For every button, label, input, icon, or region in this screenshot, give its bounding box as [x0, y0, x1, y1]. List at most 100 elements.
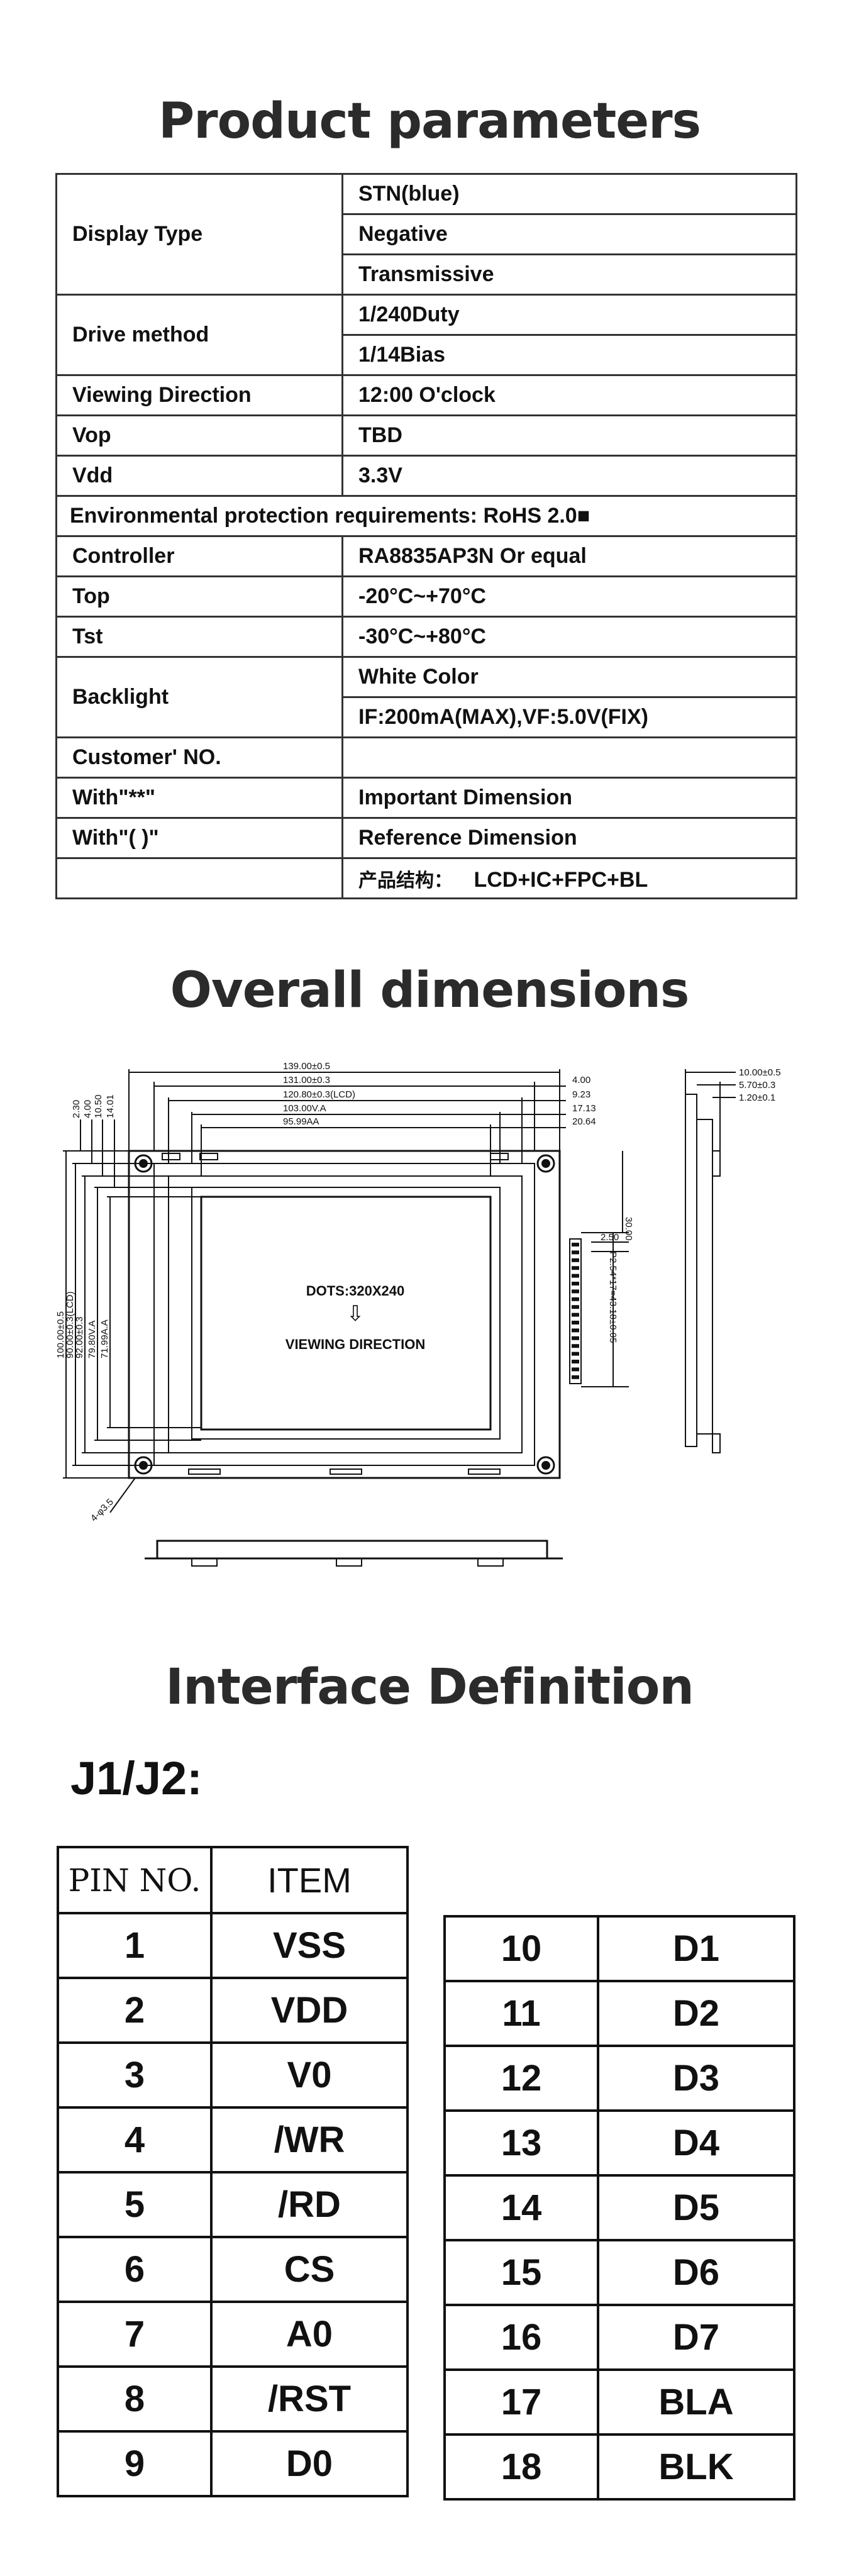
pin-number: 2 — [57, 1977, 213, 2044]
pin-row: 5/RD — [57, 2171, 409, 2238]
pin-signal: D3 — [597, 2045, 795, 2112]
connector-pin — [572, 1344, 579, 1348]
pin-signal: D1 — [597, 1915, 795, 1982]
structure-value: LCD+IC+FPC+BL — [474, 867, 648, 892]
pin-number: 12 — [443, 2045, 599, 2112]
dim-text: P2.54*17=43.18±0.05 — [607, 1252, 618, 1343]
pin-signal: D6 — [597, 2239, 795, 2306]
connector-label: J1/J2: — [70, 1752, 202, 1804]
param-row: Transmissive — [57, 253, 797, 296]
item-header: ITEM — [210, 1846, 409, 1914]
param-row: Customer' NO. — [55, 736, 797, 779]
dim-text: 10.00±0.5 — [739, 1067, 781, 1078]
param-label: Tst — [55, 616, 343, 658]
param-label: Vdd — [55, 455, 343, 497]
pin-number: 3 — [57, 2041, 213, 2109]
param-row: With"**" Important Dimension — [55, 777, 797, 819]
param-row: Vdd 3.3V — [55, 455, 797, 497]
connector-pin — [572, 1336, 579, 1340]
param-label — [55, 857, 343, 899]
param-row: Viewing Direction 12:00 O'clock — [55, 374, 797, 416]
connector-pin — [572, 1328, 579, 1333]
param-row: With"( )" Reference Dimension — [55, 817, 797, 859]
pin-signal: D2 — [597, 1980, 795, 2047]
connector-pin — [572, 1282, 579, 1285]
pin-number: 15 — [443, 2239, 599, 2306]
param-value: 产品结构： LCD+IC+FPC+BL — [341, 857, 797, 899]
dimension-drawing: 139.00±0.5 131.00±0.3 120.80±0.3(LCD) 10… — [55, 1061, 781, 1567]
pin-signal: /RD — [210, 2171, 409, 2238]
param-row: Controller RA8835AP3N Or equal — [55, 535, 797, 577]
connector-pin — [572, 1297, 579, 1301]
pin-row: 8/RST — [57, 2365, 409, 2433]
dim-text: 131.00±0.3 — [283, 1075, 330, 1085]
dim-text: 4.00 — [82, 1100, 93, 1118]
pin-table-header: PIN NO. ITEM — [57, 1846, 409, 1914]
param-row: Vop TBD — [55, 414, 797, 457]
param-row: Tst -30°C~+80°C — [55, 616, 797, 658]
pin-signal: VDD — [210, 1977, 409, 2044]
connector-pin — [572, 1305, 579, 1309]
param-value: STN(blue) — [341, 173, 797, 215]
param-value: -20°C~+70°C — [341, 575, 797, 618]
param-value: -30°C~+80°C — [341, 616, 797, 658]
connector-pin — [572, 1375, 579, 1379]
pin-signal: BLA — [597, 2368, 795, 2436]
viewing-direction-label: VIEWING DIRECTION — [285, 1336, 425, 1352]
param-value: 1/14Bias — [341, 334, 797, 376]
param-label: Controller — [55, 535, 343, 577]
dim-text: 71.99A.A — [99, 1319, 110, 1358]
param-label: Display Type — [55, 173, 343, 296]
param-label: Viewing Direction — [55, 374, 343, 416]
param-value: Negative — [341, 213, 797, 255]
dim-text: 103.00V.A — [283, 1103, 326, 1114]
dim-text: 14.01 — [105, 1094, 116, 1118]
param-value — [341, 736, 797, 779]
param-row: 产品结构： LCD+IC+FPC+BL — [55, 857, 797, 899]
dim-text: 2.50 — [601, 1232, 619, 1243]
dim-text: 120.80±0.3(LCD) — [283, 1089, 355, 1100]
connector-pin — [572, 1321, 579, 1324]
pin-signal: /WR — [210, 2106, 409, 2174]
param-value: TBD — [341, 414, 797, 457]
param-row: Drive method 1/240Duty — [55, 294, 797, 376]
param-row: Negative — [57, 213, 797, 255]
dim-text: 1.20±0.1 — [739, 1092, 775, 1103]
param-row: Environmental protection requirements: R… — [55, 495, 797, 537]
param-row: Top -20°C~+70°C — [55, 575, 797, 618]
dim-text: 90.00±0.3(LCD) — [65, 1291, 75, 1358]
dim-text: 95.99AA — [283, 1116, 319, 1127]
structure-label: 产品结构： — [358, 869, 453, 892]
overall-dimensions-title: Overall dimensions — [170, 962, 690, 1019]
pin-signal: VSS — [210, 1912, 409, 1979]
pin-number: 8 — [57, 2365, 213, 2433]
param-value: 3.3V — [341, 455, 797, 497]
connector-pin — [572, 1258, 579, 1262]
pin-signal: /RST — [210, 2365, 409, 2433]
product-parameters-title: Product parameters — [158, 93, 701, 150]
pin-signal: D5 — [597, 2174, 795, 2241]
param-value: 12:00 O'clock — [341, 374, 797, 416]
dim-text: 30.00 — [623, 1217, 634, 1241]
param-value: Reference Dimension — [341, 817, 797, 859]
param-row: IF:200mA(MAX),VF:5.0V(FIX) — [57, 696, 797, 738]
pin-number: 17 — [443, 2368, 599, 2436]
pin-signal: CS — [210, 2236, 409, 2303]
param-label: Top — [55, 575, 343, 618]
param-label: Drive method — [55, 294, 343, 376]
param-label: Customer' NO. — [55, 736, 343, 779]
connector-pin — [572, 1352, 579, 1356]
pin-number: 13 — [443, 2109, 599, 2177]
connector-pin — [572, 1250, 579, 1255]
